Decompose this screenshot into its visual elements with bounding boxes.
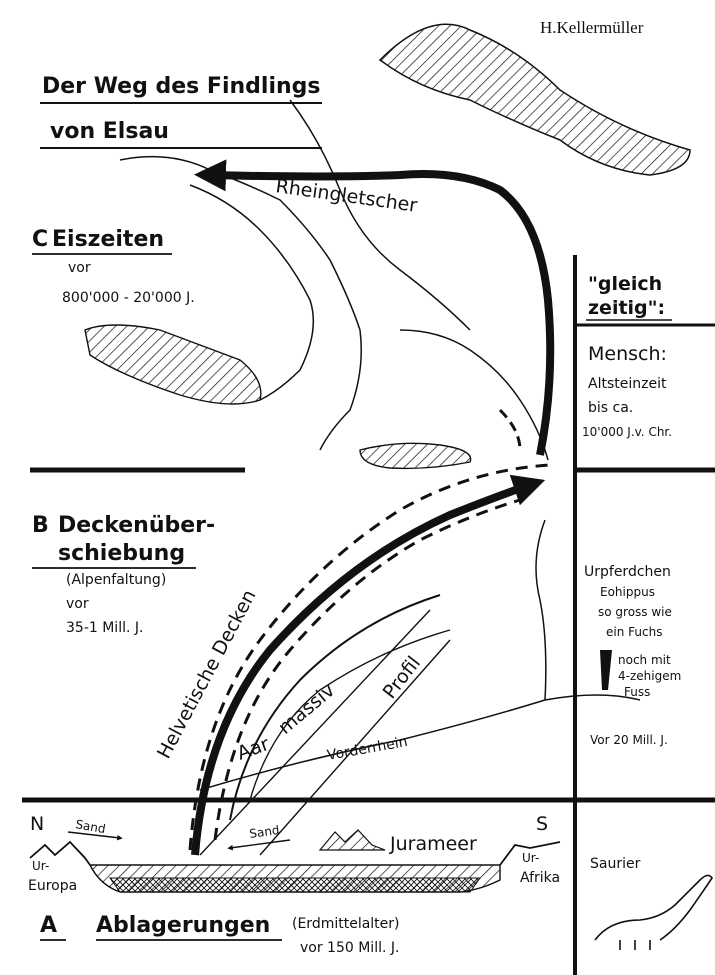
label-massiv: massiv xyxy=(274,679,339,739)
massif-contour xyxy=(230,595,440,820)
boulder-path-arrow-c xyxy=(210,174,550,455)
lake-hatched-top xyxy=(380,24,690,175)
label-jurameer: Jurameer xyxy=(389,833,477,855)
cross-section-a: N S Sand Sand Jurameer Ur- Europa Ur- Af… xyxy=(28,813,560,894)
title: Der Weg des Findlings von Elsau xyxy=(40,74,322,148)
river-vertical-right xyxy=(536,520,546,700)
profile-line-1 xyxy=(200,610,430,855)
river-outline-d xyxy=(290,100,470,330)
label-helvetische-decken: Helvetische Decken xyxy=(153,586,261,762)
label-ur-afrika-2: Afrika xyxy=(520,870,560,886)
side-saurier: Saurier xyxy=(590,856,641,872)
section-c: C Eiszeiten vor 800'000 - 20'000 J. xyxy=(32,227,195,306)
helvetic-nappe-dashed-inner xyxy=(215,500,520,840)
helvetic-nappe-dashed-outer xyxy=(190,465,550,850)
river-outline-c xyxy=(400,330,548,460)
glacier-dashed-arrow xyxy=(500,410,520,450)
label-rheingletscher: Rheingletscher xyxy=(274,175,418,217)
label-ur-europa-2: Europa xyxy=(28,878,77,894)
title-line-1: Der Weg des Findlings xyxy=(42,74,321,99)
section-a-heading: Ablagerungen xyxy=(96,913,270,938)
label-ur-afrika-1: Ur- xyxy=(522,851,539,865)
section-b: B Deckenüber- schiebung (Alpenfaltung) v… xyxy=(32,513,215,636)
massif-contour-2 xyxy=(250,630,450,800)
section-a: A Ablagerungen (Erdmittelalter) vor 150 … xyxy=(40,913,400,956)
dinosaur-legs xyxy=(620,940,650,950)
section-a-line-2: vor 150 Mill. J. xyxy=(300,940,399,956)
side-pferd-7: Fuss xyxy=(624,685,650,699)
label-ur-europa-1: Ur- xyxy=(32,859,49,873)
section-a-line-1: (Erdmittelalter) xyxy=(292,916,400,932)
title-line-2: von Elsau xyxy=(50,119,169,144)
side-mensch-4: 10'000 J.v. Chr. xyxy=(582,425,672,439)
side-header-1: "gleich xyxy=(588,273,662,295)
label-north: N xyxy=(30,813,44,835)
crosshatch-layer xyxy=(110,878,480,892)
section-c-line-1: vor xyxy=(68,260,91,276)
section-b-heading-1: Deckenüber- xyxy=(58,513,215,538)
author-credit: H.Kellermüller xyxy=(540,18,644,37)
lake-hatched-center xyxy=(360,443,471,468)
label-south: S xyxy=(536,813,548,835)
side-mensch-3: bis ca. xyxy=(588,400,633,416)
side-pferd-5: noch mit xyxy=(618,653,671,667)
label-profil: Profil xyxy=(379,652,426,703)
side-pferd-2: Eohippus xyxy=(600,585,655,599)
lake-hatched-left xyxy=(85,325,261,404)
side-column: "gleich zeitig": Mensch: Altsteinzeit bi… xyxy=(582,273,712,950)
sand-arrow-right xyxy=(230,840,290,848)
side-pferd-1: Urpferdchen xyxy=(584,564,671,580)
section-c-letter: C xyxy=(32,227,48,252)
side-pferd-6: 4-zehigem xyxy=(618,669,681,683)
side-pferd-4: ein Fuchs xyxy=(606,625,662,639)
side-mensch-2: Altsteinzeit xyxy=(588,376,667,392)
label-vorderrhein: Vorderrhein xyxy=(326,734,409,764)
section-b-line-2: vor xyxy=(66,596,89,612)
side-header-2: zeitig": xyxy=(588,297,665,319)
side-mensch-1: Mensch: xyxy=(588,343,667,365)
section-c-heading: Eiszeiten xyxy=(52,227,164,252)
horse-foot-icon xyxy=(600,650,612,690)
section-b-line-1: (Alpenfaltung) xyxy=(66,572,166,588)
side-pferd-3: so gross wie xyxy=(598,605,672,619)
section-c-line-2: 800'000 - 20'000 J. xyxy=(62,290,195,306)
mountain-relief xyxy=(320,830,385,850)
section-b-line-3: 35-1 Mill. J. xyxy=(66,620,143,636)
section-b-heading-2: schiebung xyxy=(58,541,185,566)
section-b-letter: B xyxy=(32,513,49,538)
side-pferd-8: Vor 20 Mill. J. xyxy=(590,733,668,747)
section-a-letter: A xyxy=(40,913,57,938)
dinosaur-icon xyxy=(595,875,712,940)
